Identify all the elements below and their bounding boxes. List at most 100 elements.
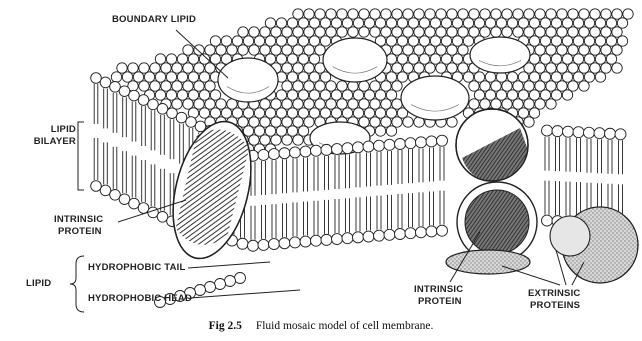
lipid-head [414,63,424,73]
lipid-head [552,126,563,137]
lipid-head [188,72,198,82]
lipid-head [287,54,297,64]
lipid-head [237,238,248,249]
lipid-head [353,18,363,28]
lipid-head [507,18,517,28]
lipid-head [119,86,130,97]
lipid-head [507,72,517,82]
lipid-head [248,240,259,251]
lipid-head [623,9,633,19]
lipid-head [403,27,413,37]
lipid-head [177,54,187,64]
lipid-head [290,147,301,158]
lipid-head [265,108,275,118]
lipid-head [452,18,462,28]
lipid-head [573,54,583,64]
lipid-head [524,117,534,127]
lipid-head [425,63,435,73]
lipid-head [205,99,215,109]
lipid-head [282,99,292,109]
lipid-head [594,128,605,139]
lipid-head [227,45,237,55]
lipid-head [535,45,545,55]
lipid-head [315,9,325,19]
lipid-head [370,27,380,37]
lipid-head [370,9,380,19]
lipid-head [474,90,484,100]
lipid-head [167,108,178,119]
lipid-head [524,99,534,109]
lipid-head [447,9,457,19]
lipid-head [166,72,176,82]
lipid-head [540,36,550,46]
extrinsic-proteins-label-line2: PROTEINS [530,300,580,311]
lipid-head [529,108,539,118]
lipid-head [386,18,396,28]
lipid-head [458,27,468,37]
lipid-head [321,144,332,155]
lipid-head [199,72,209,82]
lipid-head [540,72,550,82]
lipid-head [293,99,303,109]
lipid-head [337,81,347,91]
lipid-head [437,135,448,146]
lipid-head [304,45,314,55]
lipid-head [282,63,292,73]
lipid-head [601,45,611,55]
lipid-head [221,108,231,118]
lipid-head [595,18,605,28]
lipid-head [176,112,187,123]
lipid-head [287,18,297,28]
lipid-head [546,99,556,109]
lipid-head [551,72,561,82]
lipid-head [298,54,308,64]
lipid-head [332,144,343,155]
lipid-head [546,27,556,37]
lipid-head [386,36,396,46]
lipid-head [606,18,616,28]
hydrophobic-head-label: HYDROPHOBIC HEAD [88,293,192,304]
lipid-head [249,117,259,127]
lipid-head [194,81,204,91]
lipid-head [540,90,550,100]
lipid-head [546,45,556,55]
lipid-head [542,125,553,136]
lipid-head [601,27,611,37]
lipid-head [405,138,416,149]
lipid-head [276,36,286,46]
lipid-head [238,27,248,37]
lipid-bilayer-bracket [78,122,84,190]
lipid-head [282,117,292,127]
lipid-head [381,99,391,109]
lipid-head [463,72,473,82]
lipid-head [363,231,374,242]
lipid-head [568,45,578,55]
lipid-head [605,128,616,139]
lipid-head [249,45,259,55]
lipid-head [441,36,451,46]
lipid-head [551,18,561,28]
lipid-head [243,126,253,136]
lipid-head [513,81,523,91]
lipid-head [265,36,275,46]
lipid-head [381,81,391,91]
lipid-head [579,81,589,91]
lipid-head [386,72,396,82]
lipid-head [370,117,380,127]
lipid-head [195,285,206,296]
intrinsic-protein-right-label-line2: PROTEIN [418,296,462,307]
lipid-head [542,215,553,226]
lipid-head [375,126,385,136]
lipid-head [293,117,303,127]
lipid-head [469,9,479,19]
lipid-head [491,27,501,37]
lipid-head [551,54,561,64]
lipid-head [458,9,468,19]
lipid-head [375,90,385,100]
lipid-head [414,27,424,37]
lipid-head [370,81,380,91]
lipid-head [271,27,281,37]
lipid-head [216,99,226,109]
lipid-head [474,72,484,82]
lipid-head [91,181,102,192]
